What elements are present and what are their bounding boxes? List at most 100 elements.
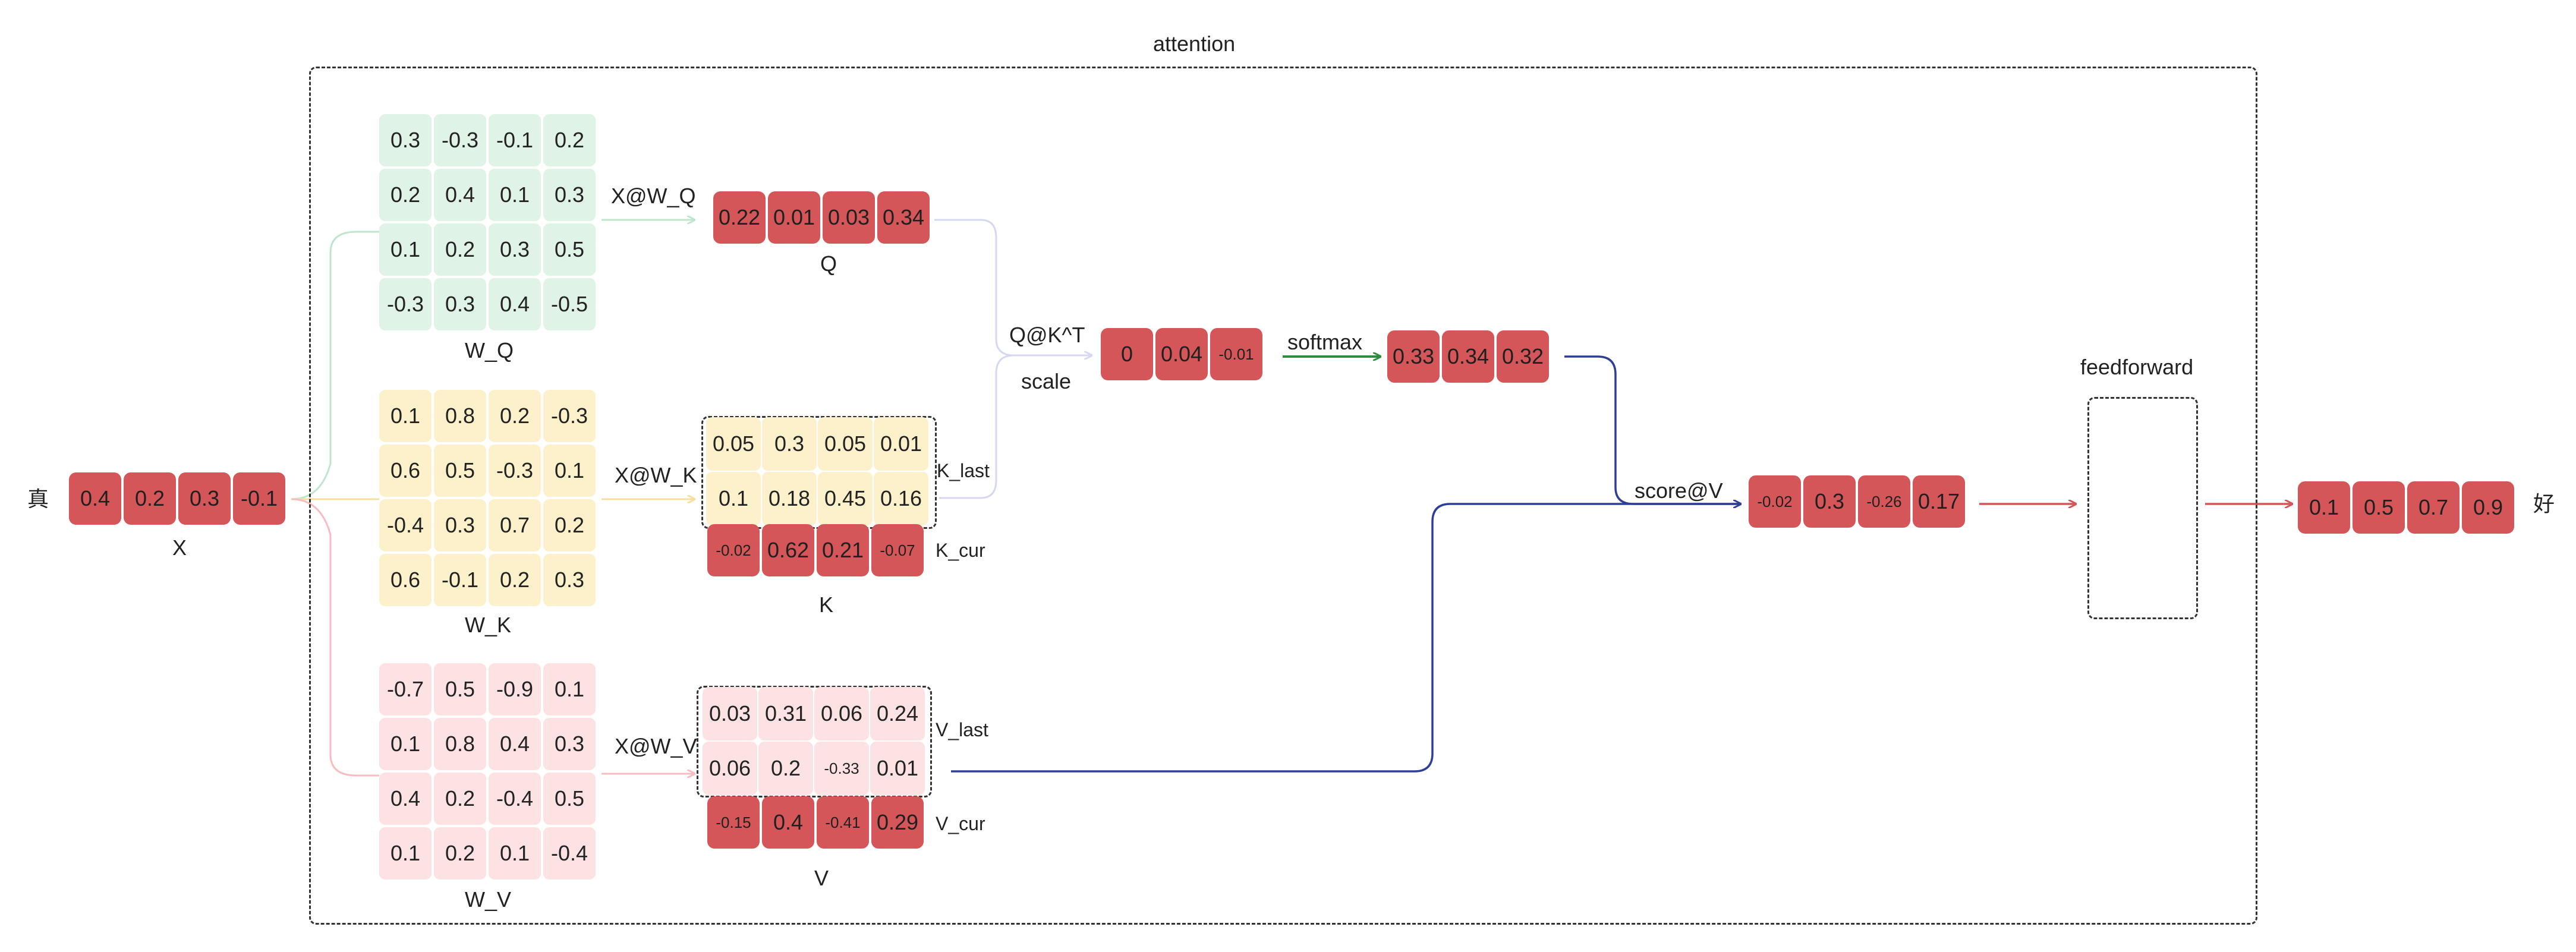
k-last-cell: 0.45 [818,472,873,525]
v-cur-cell: -0.15 [707,796,760,849]
wq-label: W_Q [465,338,514,362]
v-label: V [814,866,829,890]
softmax-cell: 0.32 [1497,330,1549,383]
v-last-cell: -0.33 [814,742,869,795]
k-cur-cell: 0.21 [817,524,869,576]
connector-q-to-scores [934,219,1091,355]
k-last-cell: 0.05 [818,417,873,471]
k-last-cell: 0.01 [874,417,928,471]
wq-cell: 0.5 [543,223,596,276]
attn-out-cell: -0.26 [1858,475,1910,528]
k-last-cell: 0.3 [762,417,817,471]
score-cell: 0 [1101,328,1153,380]
wk-cell: 0.2 [543,499,596,551]
wv-cell: 0.2 [434,773,486,825]
op-qkt: Q@K^T [1009,323,1085,347]
v-cur-cell: -0.41 [817,796,869,849]
wq-cell: 0.4 [489,278,541,330]
wq-cell: 0.2 [543,114,596,166]
wk-cell: 0.1 [379,390,432,442]
connector-v-to-out [951,503,1740,773]
score-cell: -0.01 [1210,328,1262,380]
feedforward-box [2087,397,2198,619]
output-token: 好 [2533,491,2555,516]
v-cur-label: V_cur [936,813,985,834]
q-cell: 0.22 [713,191,766,244]
v-last-cell: 0.03 [703,687,757,740]
wq-cell: 0.3 [379,114,432,166]
v-cur-cell: 0.29 [871,796,924,849]
v-last-cell: 0.06 [703,742,757,795]
k-cur-cell: 0.62 [762,524,814,576]
wv-cell: 0.1 [489,827,541,880]
wv-cell: -0.9 [489,663,541,715]
wq-cell: 0.4 [434,169,486,221]
wv-cell: 0.5 [434,663,486,715]
op-xwv: X@W_V [615,734,697,758]
x-cell: 0.4 [69,472,121,525]
q-cell: 0.03 [823,191,875,244]
x-cell: -0.1 [233,472,285,525]
wk-cell: 0.5 [434,445,486,497]
wk-cell: 0.1 [543,445,596,497]
wv-cell: 0.3 [543,718,596,770]
feedforward-label: feedforward [2080,355,2194,379]
wv-label: W_V [465,887,512,912]
q-cell: 0.34 [877,191,930,244]
wq-cell: 0.3 [543,169,596,221]
final-cell: 0.7 [2407,481,2460,534]
v-last-frame [697,686,932,797]
v-last-cell: 0.06 [814,687,869,740]
wv-cell: 0.4 [489,718,541,770]
wk-cell: -0.4 [379,499,432,551]
k-cur-cell: -0.02 [707,524,760,576]
wv-cell: 0.5 [543,773,596,825]
wq-cell: -0.1 [489,114,541,166]
k-last-label: K_last [937,460,990,481]
wk-label: W_K [465,613,512,637]
wk-cell: 0.7 [489,499,541,551]
wq-cell: -0.3 [379,278,432,330]
attn-out-cell: -0.02 [1749,475,1801,528]
q-cell: 0.01 [768,191,820,244]
wk-cell: 0.2 [489,390,541,442]
k-label: K [819,592,834,617]
wk-cell: 0.6 [379,445,432,497]
attn-out-cell: 0.3 [1803,475,1856,528]
k-cur-cell: -0.07 [871,524,924,576]
x-cell: 0.2 [124,472,176,525]
q-label: Q [820,251,837,276]
v-last-label: V_last [936,719,988,740]
wk-cell: -0.3 [489,445,541,497]
wk-cell: -0.1 [434,554,486,606]
op-scorev: score@V [1635,478,1723,503]
op-xwq: X@W_Q [611,184,696,208]
wv-cell: 0.4 [379,773,432,825]
wq-cell: 0.3 [489,223,541,276]
op-softmax: softmax [1287,330,1363,354]
score-cell: 0.04 [1155,328,1208,380]
connector-k-to-scores [939,354,1015,499]
final-cell: 0.9 [2462,481,2514,534]
wk-cell: 0.6 [379,554,432,606]
wv-cell: -0.4 [543,827,596,880]
wv-cell: 0.1 [543,663,596,715]
v-last-cell: 0.01 [870,742,925,795]
wk-cell: 0.3 [434,499,486,551]
x-label: X [172,535,187,560]
wk-cell: 0.3 [543,554,596,606]
attention-frame [309,67,2257,925]
input-token: 真 [27,487,49,511]
final-cell: 0.1 [2298,481,2350,534]
wv-cell: 0.1 [379,718,432,770]
v-cur-cell: 0.4 [762,796,814,849]
x-cell: 0.3 [178,472,231,525]
k-last-cell: 0.16 [874,472,928,525]
k-last-cell: 0.18 [762,472,817,525]
k-cur-label: K_cur [936,540,985,561]
v-last-cell: 0.31 [758,687,813,740]
wq-cell: 0.2 [434,223,486,276]
v-last-cell: 0.2 [758,742,813,795]
